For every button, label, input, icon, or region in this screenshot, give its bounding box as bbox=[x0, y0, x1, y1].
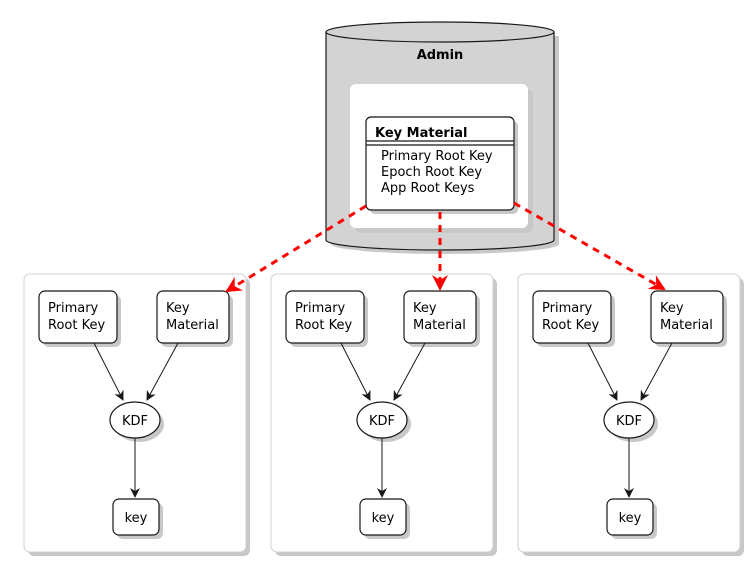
kdf-node: KDF bbox=[356, 401, 411, 442]
key-node: key bbox=[606, 498, 657, 539]
primary-root-key-label: Root Key bbox=[48, 318, 105, 333]
key-material-label: Material bbox=[413, 318, 466, 333]
key-node: key bbox=[112, 498, 163, 539]
kdf-node: KDF bbox=[109, 401, 164, 442]
distribution-arrow bbox=[225, 204, 367, 293]
key-material-title: Key Material bbox=[375, 126, 468, 141]
edge-arrow bbox=[587, 342, 618, 401]
key-material-node: Key Material bbox=[403, 290, 480, 347]
kdf-label: KDF bbox=[369, 414, 395, 429]
distribution-arrow bbox=[513, 201, 666, 291]
key-material-label: Material bbox=[660, 318, 713, 333]
key-label: key bbox=[372, 511, 395, 526]
primary-root-key-label: Primary bbox=[295, 301, 346, 316]
key-node: key bbox=[359, 498, 410, 539]
primary-root-key-label: Root Key bbox=[542, 318, 599, 333]
edge-arrow bbox=[93, 342, 124, 401]
key-material-item: Primary Root Key bbox=[381, 149, 493, 164]
primary-root-key-node: Primary Root Key bbox=[532, 290, 615, 347]
key-label: key bbox=[619, 511, 642, 526]
kdf-label: KDF bbox=[616, 414, 642, 429]
edge-arrow bbox=[146, 342, 179, 401]
primary-root-key-label: Primary bbox=[48, 301, 99, 316]
primary-root-key-node: Primary Root Key bbox=[285, 290, 368, 347]
key-material-label: Key bbox=[413, 301, 437, 316]
admin-title: Admin bbox=[417, 48, 464, 63]
key-material-label: Material bbox=[166, 318, 219, 333]
kdf-node: KDF bbox=[603, 401, 658, 442]
key-material-label: Key bbox=[166, 301, 190, 316]
key-material-item: App Root Keys bbox=[381, 181, 475, 196]
primary-root-key-label: Root Key bbox=[295, 318, 352, 333]
primary-root-key-label: Primary bbox=[542, 301, 593, 316]
kdf-label: KDF bbox=[122, 414, 148, 429]
key-material-box: Key Material Primary Root Key Epoch Root… bbox=[365, 116, 518, 214]
key-material-label: Key bbox=[660, 301, 684, 316]
key-material-node: Key Material bbox=[650, 290, 727, 347]
key-label: key bbox=[125, 511, 148, 526]
edge-arrow bbox=[640, 342, 673, 401]
primary-root-key-node: Primary Root Key bbox=[38, 290, 121, 347]
edge-arrow bbox=[393, 342, 426, 401]
key-material-node: Key Material bbox=[156, 290, 233, 347]
key-material-item: Epoch Root Key bbox=[381, 165, 482, 180]
edge-arrow bbox=[340, 342, 371, 401]
